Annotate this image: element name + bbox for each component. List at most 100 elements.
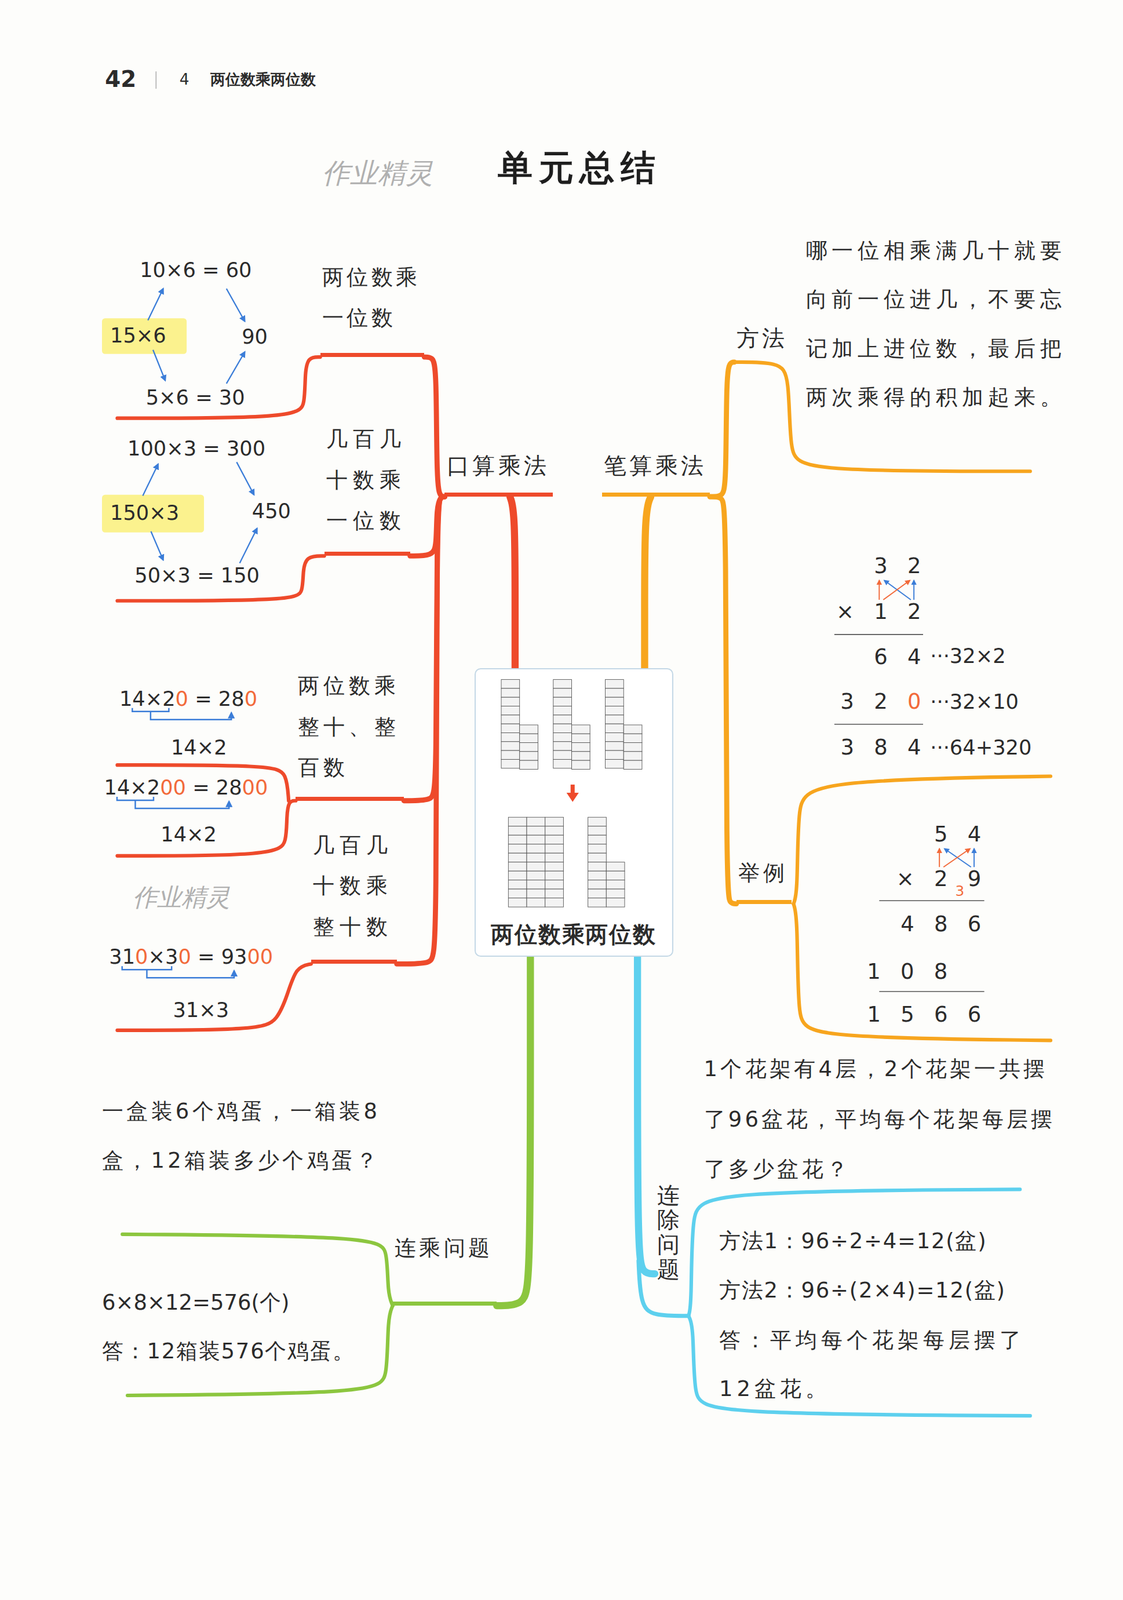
arrow-line <box>151 531 164 560</box>
digit-char: 2 <box>147 775 160 800</box>
cube <box>544 835 564 844</box>
branch-connector <box>709 496 737 904</box>
branch-line <box>117 764 289 801</box>
digit-row: 1 0 8 <box>866 959 954 985</box>
cube <box>519 742 538 751</box>
cube <box>606 880 625 889</box>
branch-label: 连除问题 <box>654 1180 682 1284</box>
digit-row: 4 8 6 <box>900 911 988 937</box>
cube <box>604 715 624 724</box>
place-value-blocks <box>475 669 675 958</box>
cube <box>571 724 590 734</box>
cube <box>544 817 564 826</box>
node-label: 笔算乘法 <box>603 445 709 487</box>
branch-label: 连乘问题 <box>392 1227 498 1306</box>
cube <box>604 741 624 751</box>
example-text: 14×2 <box>160 822 217 847</box>
cube <box>508 888 527 898</box>
example-text: 100×3 = 300 <box>127 436 266 461</box>
digit-char: 0 <box>135 944 148 969</box>
cube <box>508 835 527 844</box>
cube <box>571 760 590 769</box>
cube <box>623 751 643 761</box>
branch-label: 笔算乘法 <box>602 445 711 497</box>
digit-char <box>188 686 195 711</box>
cube <box>544 898 564 907</box>
cube <box>623 760 643 769</box>
example-text: 10×6 = 60 <box>139 257 252 283</box>
page-number: 42 <box>104 66 137 93</box>
cube <box>552 723 572 733</box>
arrow-line <box>913 580 915 600</box>
down-arrow <box>566 792 579 802</box>
cube <box>604 679 624 689</box>
digit-char: 0 <box>246 944 260 969</box>
cube <box>587 852 607 862</box>
cube <box>501 697 520 706</box>
cube <box>623 733 643 743</box>
step-note: ···64+320 <box>930 735 1032 760</box>
branch-label: 两位数乘整十、整百数 <box>295 665 404 801</box>
example-text: 31×3 <box>172 997 229 1022</box>
digit-char: 0 <box>173 775 187 800</box>
cube <box>508 844 527 853</box>
cube <box>508 880 527 889</box>
arrow-line <box>944 848 972 868</box>
cube <box>508 870 527 880</box>
cube <box>571 742 590 751</box>
method-text: 哪一位相乘满几十就要向前一位进几，不要忘记加上进位数，最后把两次乘得的积加起来。 <box>806 226 1074 423</box>
digit-char <box>860 688 874 714</box>
cube <box>501 741 520 751</box>
cube <box>623 724 643 734</box>
cube <box>604 688 624 698</box>
cube <box>606 870 625 880</box>
digit-char: 0 <box>254 775 268 800</box>
cube <box>604 759 624 768</box>
rule-line <box>879 899 984 902</box>
digit-row: × 2 9 <box>896 866 988 892</box>
cube <box>604 723 624 733</box>
bracket-line <box>688 1189 1020 1316</box>
digit-char: 1 <box>122 944 136 969</box>
cube <box>552 705 572 715</box>
answer-text: 答：平均每个花架每层摆了12盆花。 <box>719 1315 1051 1414</box>
branch-label: 口算乘法 <box>444 445 553 497</box>
digit-char <box>894 688 908 714</box>
digit-char: 2 <box>873 688 895 714</box>
digit-char: 3 <box>840 688 861 714</box>
branch-line <box>117 555 324 601</box>
digit-char: × <box>145 686 163 711</box>
digit-row: 5 4 <box>934 821 988 848</box>
node-label: 举例 <box>738 852 790 894</box>
digit-char: 3 <box>108 944 122 969</box>
watermark: 作业精灵 <box>132 883 231 913</box>
page-title: 单元总结 <box>497 144 662 192</box>
cube <box>544 888 564 898</box>
cube <box>604 732 624 742</box>
cube <box>501 705 520 715</box>
cube <box>552 679 572 689</box>
digit-char: 4 <box>117 775 130 800</box>
solution-text: 6×8×12=576(个) <box>101 1289 290 1316</box>
branch-line <box>117 356 320 419</box>
branch-connector <box>496 956 531 1306</box>
cube <box>587 844 607 853</box>
cube <box>571 733 590 743</box>
cube <box>526 817 546 826</box>
example-text: 14×20 = 280 <box>119 686 258 712</box>
digit-char: 2 <box>162 686 175 711</box>
branch-connector <box>637 956 655 1274</box>
step-note: ···32×2 <box>930 643 1006 669</box>
cube <box>544 880 564 889</box>
node-label: 连除问题 <box>657 1183 680 1282</box>
digit-char: 2 <box>218 686 232 711</box>
cube <box>587 826 607 836</box>
cube <box>526 862 546 871</box>
arrow-line <box>236 461 254 495</box>
arrow-line <box>938 848 940 868</box>
digit-char: 2 <box>216 775 229 800</box>
cube <box>544 844 564 853</box>
cube <box>587 888 607 898</box>
cube <box>501 732 520 742</box>
digit-char: 0 <box>244 686 258 711</box>
